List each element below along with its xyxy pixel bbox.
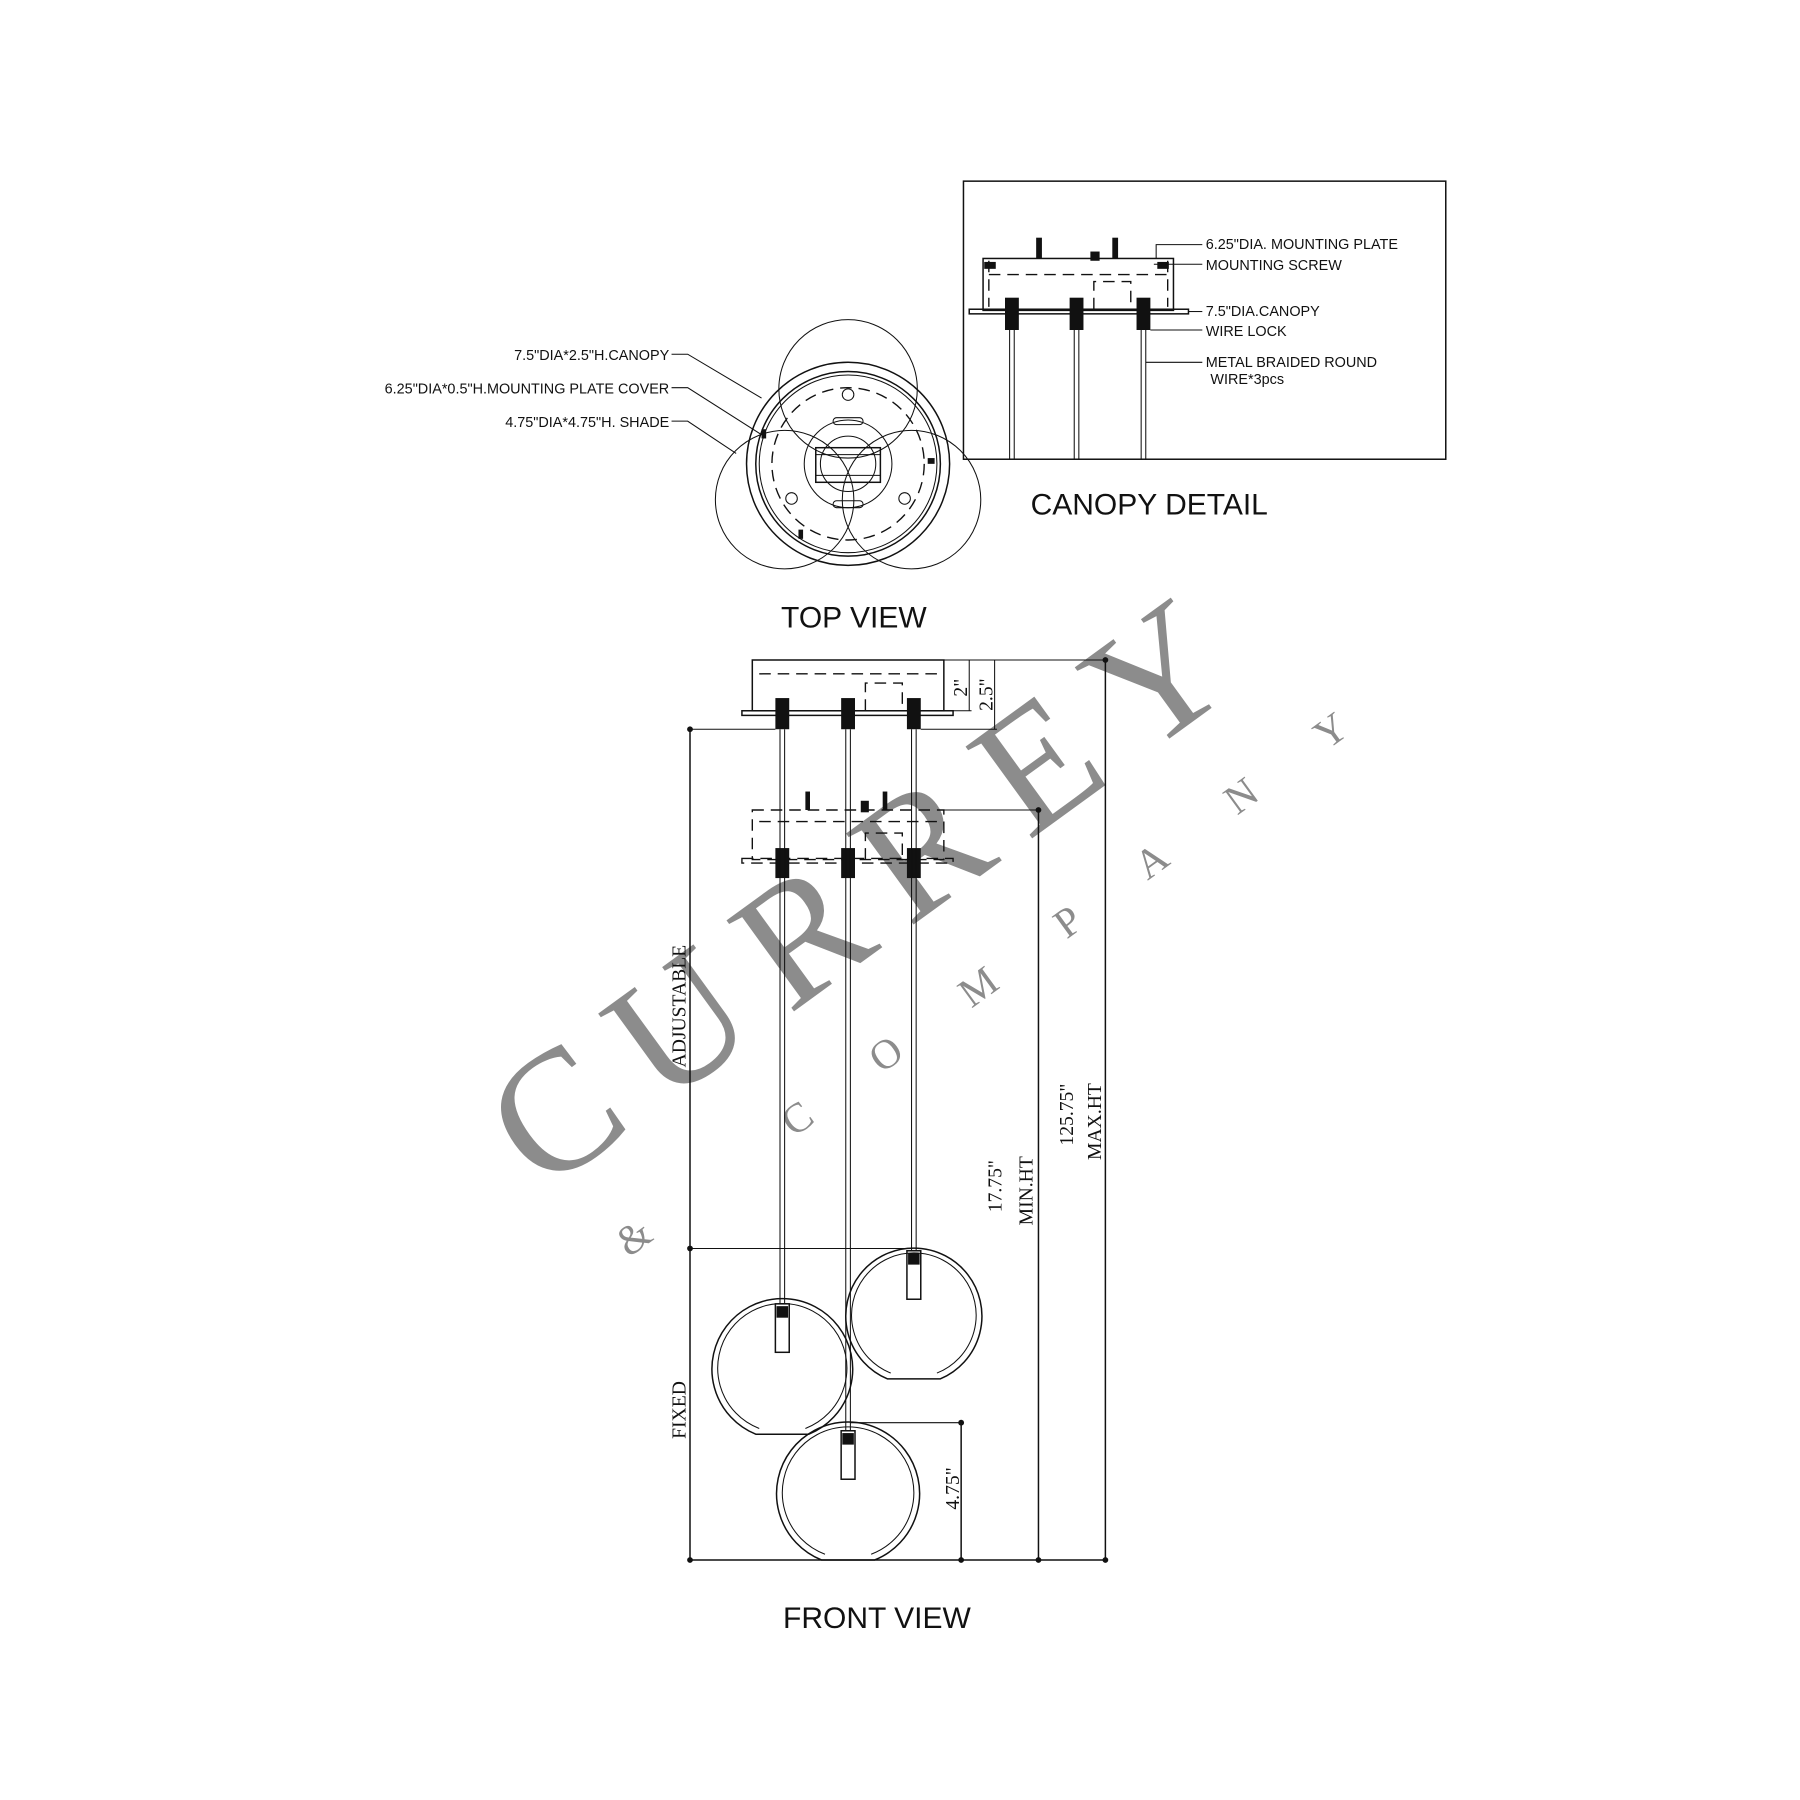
dim-shade-height: 4.75": [943, 1467, 964, 1509]
label-canopy: 7.5"DIA.CANOPY: [1206, 304, 1320, 320]
dim-min-value: 17.75": [986, 1160, 1007, 1212]
front-view-title: FRONT VIEW: [783, 1602, 971, 1635]
canopy-detail: 6.25"DIA. MOUNTING PLATE MOUNTING SCREW …: [962, 180, 1447, 522]
label-mounting-plate: 6.25"DIA. MOUNTING PLATE: [1206, 237, 1398, 253]
watermark: CURREY & COMPANY: [452, 544, 1421, 1265]
shade-circle: [714, 429, 855, 570]
dim-max-label: MAX.HT: [1085, 1083, 1106, 1160]
front-view: 2" 2.5" ADJUSTABLE FIXED 4.75" 17.75" MI…: [669, 657, 1109, 1635]
top-view-leaders: [671, 353, 765, 454]
canopy-detail-leaders: [1145, 244, 1203, 363]
label-shade: 4.75"DIA*4.75"H. SHADE: [505, 415, 669, 431]
label-wire-2: WIRE*3pcs: [1210, 372, 1284, 388]
shade-left: [711, 1297, 854, 1435]
canopy-min-position: [741, 791, 954, 879]
canopy-detail-frame: [962, 180, 1447, 460]
dim-max-value: 125.75": [1057, 1084, 1078, 1146]
shade-right: [845, 1247, 983, 1380]
wire-lock-icon: [1005, 297, 1019, 330]
canopy-detail-title: CANOPY DETAIL: [1031, 489, 1268, 522]
dim-fixed: FIXED: [669, 1381, 690, 1439]
wire-lock-icon: [1069, 297, 1084, 330]
label-wire-lock: WIRE LOCK: [1206, 324, 1287, 340]
canopy-max-position: [741, 659, 954, 730]
canopy-circle: [745, 361, 951, 567]
label-wire-1: METAL BRAIDED ROUND: [1206, 355, 1377, 371]
top-view: 7.5"DIA*2.5"H.CANOPY 6.25"DIA*0.5"H.MOUN…: [385, 319, 982, 635]
dim-canopy-inner: 2": [951, 679, 972, 697]
dim-min-label: MIN.HT: [1017, 1156, 1038, 1225]
canopy-detail-wires: [1005, 297, 1151, 460]
top-view-title: TOP VIEW: [781, 602, 927, 635]
dimension-lines: [687, 657, 1109, 1563]
dim-canopy-height: 2.5": [976, 678, 997, 711]
dim-adjustable: ADJUSTABLE: [669, 945, 690, 1068]
watermark-brand: CURREY: [452, 544, 1289, 1225]
wire-lock-icon: [1136, 297, 1151, 330]
shade-circle: [841, 429, 982, 570]
label-mounting-screw: MOUNTING SCREW: [1206, 258, 1342, 274]
shade-bottom: [775, 1421, 921, 1561]
mounting-plate-circle: [755, 370, 942, 557]
label-canopy-top: 7.5"DIA*2.5"H.CANOPY: [514, 348, 670, 364]
mounting-screw-icon: [1112, 237, 1119, 259]
label-plate-cover: 6.25"DIA*0.5"H.MOUNTING PLATE COVER: [385, 381, 670, 397]
mounting-screw-icon: [1036, 237, 1042, 259]
